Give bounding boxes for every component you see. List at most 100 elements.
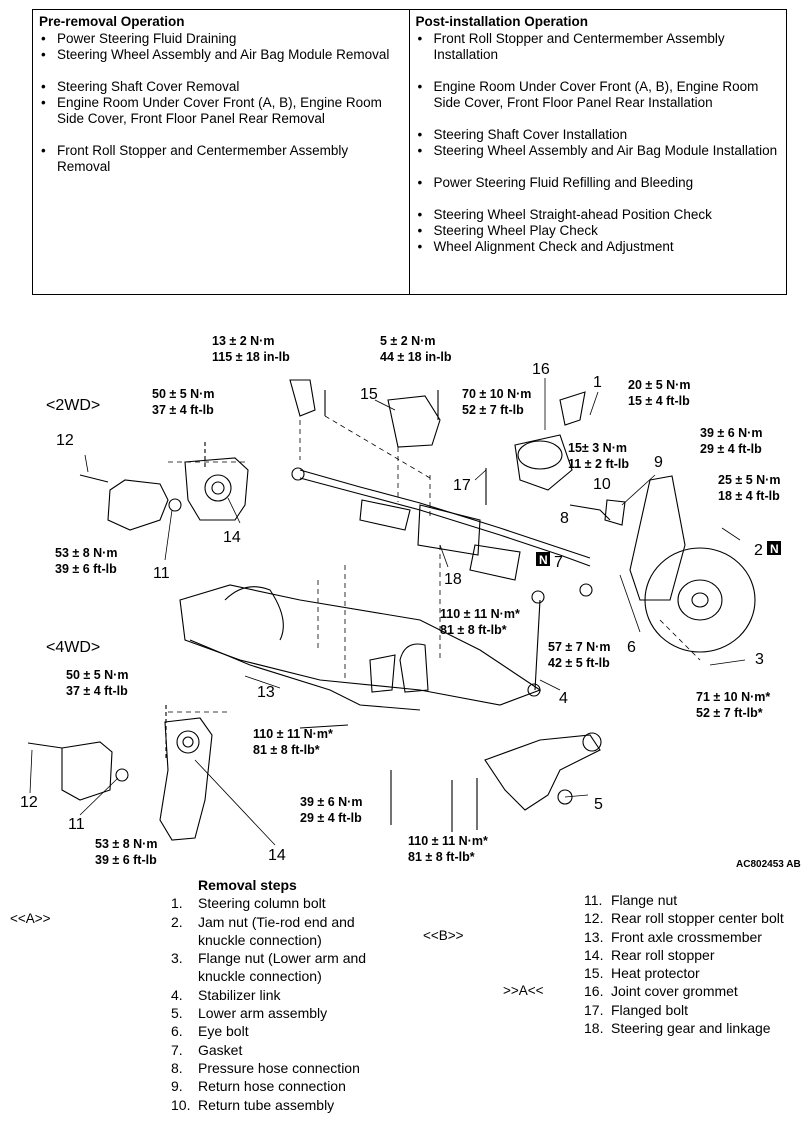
list-item: 1. Steering column bolt <box>171 894 398 912</box>
callout-number: 2 <box>754 542 763 559</box>
callout-numbers: 1 2 3 4 5 6 7 8 9 10 11 11 12 12 13 14 1… <box>20 361 764 864</box>
torque-spec-l1: 50 ± 5 N·m <box>152 387 214 401</box>
step-number: 4. <box>171 986 183 1003</box>
torque-spec-l1: 15± 3 N·m <box>568 441 627 455</box>
step-text: Rear roll stopper <box>611 946 715 963</box>
new-part-mark-7: N <box>536 552 550 567</box>
torque-spec-l2: 81 ± 8 ft-lb* <box>408 850 475 864</box>
torque-spec-l2: 37 ± 4 ft-lb <box>66 684 128 698</box>
callout-number: 14 <box>268 847 286 864</box>
callout-number: 15 <box>360 386 378 403</box>
torque-labels: 13 ± 2 N·m 115 ± 18 in-lb 5 ± 2 N·m 44 ±… <box>55 334 780 867</box>
pre-removal-heading: Pre-removal Operation <box>39 14 185 29</box>
step-text: Joint cover grommet <box>611 983 738 1000</box>
step-text: Flange nut (Lower arm and knuckle connec… <box>198 950 367 985</box>
step-text: Pressure hose connection <box>198 1059 360 1076</box>
torque-spec-l1: 13 ± 2 N·m <box>212 334 274 348</box>
step-text: Stabilizer link <box>198 986 281 1003</box>
torque-spec-l2: 52 ± 7 ft-lb* <box>696 706 763 720</box>
step-number: 3. <box>171 950 183 967</box>
step-text: Heat protector <box>611 965 700 982</box>
post-installation-column: Post-installation Operation Front Roll S… <box>410 10 787 294</box>
step-text: Flange nut <box>611 892 678 908</box>
removal-steps-heading: Removal steps <box>198 877 297 893</box>
step-mark-a-right: >>A<< <box>503 983 544 998</box>
torque-spec-l2: 29 ± 4 ft-lb <box>300 811 362 825</box>
section-2wd-label: <2WD> <box>46 397 100 414</box>
callout-number: 8 <box>560 510 569 527</box>
callout-number: 9 <box>654 454 663 471</box>
step-text: Rear roll stopper center bolt <box>611 910 784 927</box>
list-item: Power Steering Fluid Refilling and Bleed… <box>416 175 781 191</box>
step-number: 16. <box>584 983 604 1000</box>
torque-spec-l1: 70 ± 10 N·m <box>462 387 531 401</box>
list-item: 11. Flange nut <box>584 891 784 909</box>
callout-number: 6 <box>627 639 636 656</box>
step-text: Return tube assembly <box>198 1096 335 1113</box>
pre-removal-list: Power Steering Fluid Draining Steering W… <box>39 31 403 175</box>
list-item: 10. Return tube assembly <box>171 1096 398 1114</box>
callout-number: 3 <box>755 651 764 668</box>
list-item: Power Steering Fluid Draining <box>39 31 403 47</box>
callout-number: 11 <box>68 816 85 833</box>
torque-spec-l1: 57 ± 7 N·m <box>548 640 610 654</box>
step-number: 1. <box>171 895 183 912</box>
torque-spec-l1: 50 ± 5 N·m <box>66 668 128 682</box>
step-number: 9. <box>171 1078 183 1095</box>
step-text: Jam nut (Tie-rod end and knuckle connect… <box>198 913 355 948</box>
step-number: 7. <box>171 1041 183 1058</box>
step-number: 12. <box>584 910 604 927</box>
list-item: 12. Rear roll stopper center bolt <box>584 909 784 927</box>
step-text: Gasket <box>198 1041 243 1058</box>
torque-spec-l2: 29 ± 4 ft-lb <box>700 442 762 456</box>
diagram-drawing <box>27 378 756 846</box>
list-item: 18.Steering gear and linkage <box>584 1019 784 1037</box>
step-text: Return hose connection <box>198 1078 346 1095</box>
list-item: 17.Flanged bolt <box>584 1001 784 1019</box>
torque-spec-l2: 81 ± 8 ft-lb* <box>440 623 507 637</box>
torque-spec-l1: 110 ± 11 N·m* <box>408 834 488 848</box>
step-text: Eye bolt <box>198 1023 249 1040</box>
list-item: 8. Pressure hose connection <box>171 1059 398 1077</box>
n-mark-label: N <box>539 553 548 567</box>
callout-number: 7 <box>554 554 563 571</box>
step-number: 5. <box>171 1005 183 1022</box>
torque-spec-l2: 39 ± 6 ft-lb <box>55 562 117 576</box>
callout-number: 16 <box>532 361 550 378</box>
list-item: 2.Jam nut (Tie-rod end and knuckle conne… <box>171 913 398 950</box>
list-item: Engine Room Under Cover Front (A, B), En… <box>39 95 403 127</box>
step-number: 8. <box>171 1059 183 1076</box>
torque-spec-l2: 39 ± 6 ft-lb <box>95 853 157 867</box>
torque-spec-l2: 44 ± 18 in-lb <box>380 350 452 364</box>
post-installation-heading: Post-installation Operation <box>415 14 589 29</box>
step-text: Lower arm assembly <box>198 1005 328 1022</box>
callout-number: 12 <box>20 794 38 811</box>
step-text: Steering gear and linkage <box>611 1020 771 1037</box>
torque-spec-l2: 115 ± 18 in-lb <box>212 350 290 364</box>
step-text: Steering column bolt <box>198 895 326 912</box>
torque-spec-l1: 71 ± 10 N·m* <box>696 690 770 704</box>
torque-spec-l2: 81 ± 8 ft-lb* <box>253 743 320 757</box>
callout-number: 12 <box>56 432 74 449</box>
callout-number: 13 <box>257 684 275 701</box>
torque-spec-l1: 20 ± 5 N·m <box>628 378 690 392</box>
list-item: Wheel Alignment Check and Adjustment <box>416 239 781 255</box>
list-item: Front Roll Stopper and Centermember Asse… <box>39 143 403 175</box>
step-number: 10. <box>171 1096 191 1113</box>
torque-spec-l1: 25 ± 5 N·m <box>718 473 780 487</box>
list-item: 5. Lower arm assembly <box>171 1004 398 1022</box>
torque-spec-l2: 37 ± 4 ft-lb <box>152 403 214 417</box>
step-number: 17. <box>584 1001 604 1018</box>
list-item: Steering Wheel Assembly and Air Bag Modu… <box>416 143 781 159</box>
step-number: 11. <box>584 892 603 908</box>
list-item: Steering Wheel Assembly and Air Bag Modu… <box>39 47 403 63</box>
callout-number: 17 <box>453 477 471 494</box>
callout-number: 1 <box>593 374 602 391</box>
list-item: 14.Rear roll stopper <box>584 946 784 964</box>
figure-code: AC802453 AB <box>736 859 801 870</box>
callout-number: 11 <box>153 565 170 582</box>
step-number: 6. <box>171 1023 183 1040</box>
new-part-mark-2: N <box>767 541 781 556</box>
list-item: 4. Stabilizer link <box>171 986 398 1004</box>
torque-spec-l1: 110 ± 11 N·m* <box>253 727 333 741</box>
